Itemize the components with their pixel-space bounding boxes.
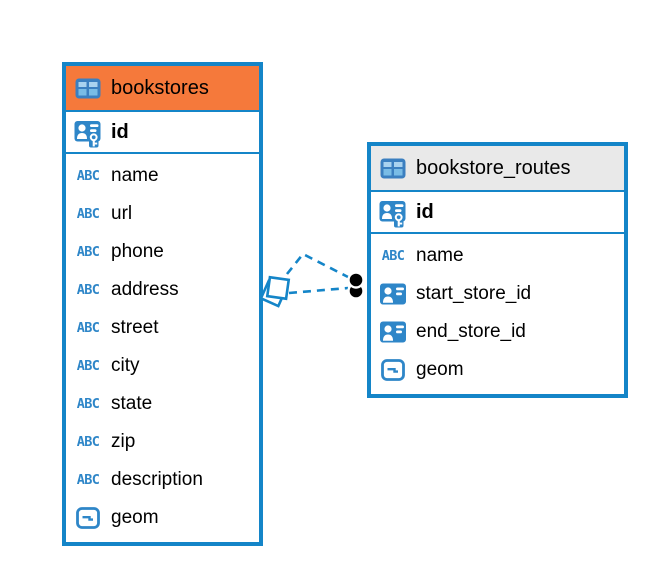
column-name: end_store_id bbox=[416, 321, 526, 342]
relationship-connectors[interactable] bbox=[259, 252, 365, 308]
column-row-id[interactable]: id bbox=[66, 110, 259, 152]
text-type-icon: ABC bbox=[76, 358, 100, 374]
column-name: description bbox=[111, 469, 203, 490]
entity-table-bookstores[interactable]: bookstores id ABC name ABC url ABC phone… bbox=[62, 62, 263, 546]
column-row[interactable]: ABC url bbox=[66, 195, 259, 233]
column-row[interactable]: geom bbox=[66, 499, 259, 537]
column-row[interactable]: ABC name bbox=[66, 157, 259, 195]
column-row[interactable]: ABC name bbox=[371, 237, 624, 275]
column-name: start_store_id bbox=[416, 283, 532, 304]
geometry-type-icon bbox=[74, 507, 102, 529]
column-row[interactable]: ABC address bbox=[66, 271, 259, 309]
text-type-icon: ABC bbox=[381, 248, 405, 264]
column-name: address bbox=[111, 279, 179, 300]
column-name: state bbox=[111, 393, 153, 414]
column-name: id bbox=[416, 200, 434, 223]
text-type-icon: ABC bbox=[76, 396, 100, 412]
column-name: geom bbox=[111, 507, 159, 528]
column-row-id[interactable]: id bbox=[371, 190, 624, 232]
column-row[interactable]: ABC description bbox=[66, 461, 259, 499]
column-name: phone bbox=[111, 241, 164, 262]
many-side-diamond-marker bbox=[259, 275, 291, 308]
column-name: zip bbox=[111, 431, 136, 452]
geometry-type-icon bbox=[379, 359, 407, 381]
text-type-icon: ABC bbox=[76, 320, 100, 336]
text-type-icon: ABC bbox=[76, 282, 100, 298]
column-row[interactable]: ABC street bbox=[66, 309, 259, 347]
column-row[interactable]: start_store_id bbox=[371, 275, 624, 313]
text-type-icon: ABC bbox=[76, 244, 100, 260]
table-icon bbox=[74, 78, 102, 99]
table-title: bookstores bbox=[111, 76, 209, 99]
text-type-icon: ABC bbox=[76, 472, 100, 488]
column-name: city bbox=[111, 355, 140, 376]
column-name: id bbox=[111, 120, 129, 143]
bookstore-routes-columns: ABC name start_store_id end_store_id ge bbox=[371, 232, 624, 393]
column-name: name bbox=[416, 245, 464, 266]
relationship-line-1[interactable] bbox=[285, 252, 349, 279]
primary-key-icon bbox=[379, 196, 407, 228]
foreign-key-icon bbox=[379, 283, 407, 305]
table-icon bbox=[379, 158, 407, 179]
bookstores-header[interactable]: bookstores bbox=[66, 66, 259, 110]
column-name: geom bbox=[416, 359, 464, 380]
foreign-key-icon bbox=[379, 321, 407, 343]
primary-key-icon bbox=[74, 116, 102, 148]
one-side-dot-markers bbox=[347, 271, 365, 300]
column-row[interactable]: ABC state bbox=[66, 385, 259, 423]
column-row[interactable]: geom bbox=[371, 351, 624, 389]
text-type-icon: ABC bbox=[76, 206, 100, 222]
table-title: bookstore_routes bbox=[416, 156, 571, 179]
bookstores-columns: ABC name ABC url ABC phone ABC address A… bbox=[66, 152, 259, 541]
relationship-line-2[interactable] bbox=[288, 286, 349, 295]
column-row[interactable]: ABC phone bbox=[66, 233, 259, 271]
text-type-icon: ABC bbox=[76, 168, 100, 184]
column-name: name bbox=[111, 165, 159, 186]
text-type-icon: ABC bbox=[76, 434, 100, 450]
column-name: street bbox=[111, 317, 159, 338]
column-row[interactable]: end_store_id bbox=[371, 313, 624, 351]
column-row[interactable]: ABC zip bbox=[66, 423, 259, 461]
column-row[interactable]: ABC city bbox=[66, 347, 259, 385]
column-name: url bbox=[111, 203, 133, 224]
entity-table-bookstore-routes[interactable]: bookstore_routes id ABC name start_store… bbox=[367, 142, 628, 398]
bookstore-routes-header[interactable]: bookstore_routes bbox=[371, 146, 624, 190]
